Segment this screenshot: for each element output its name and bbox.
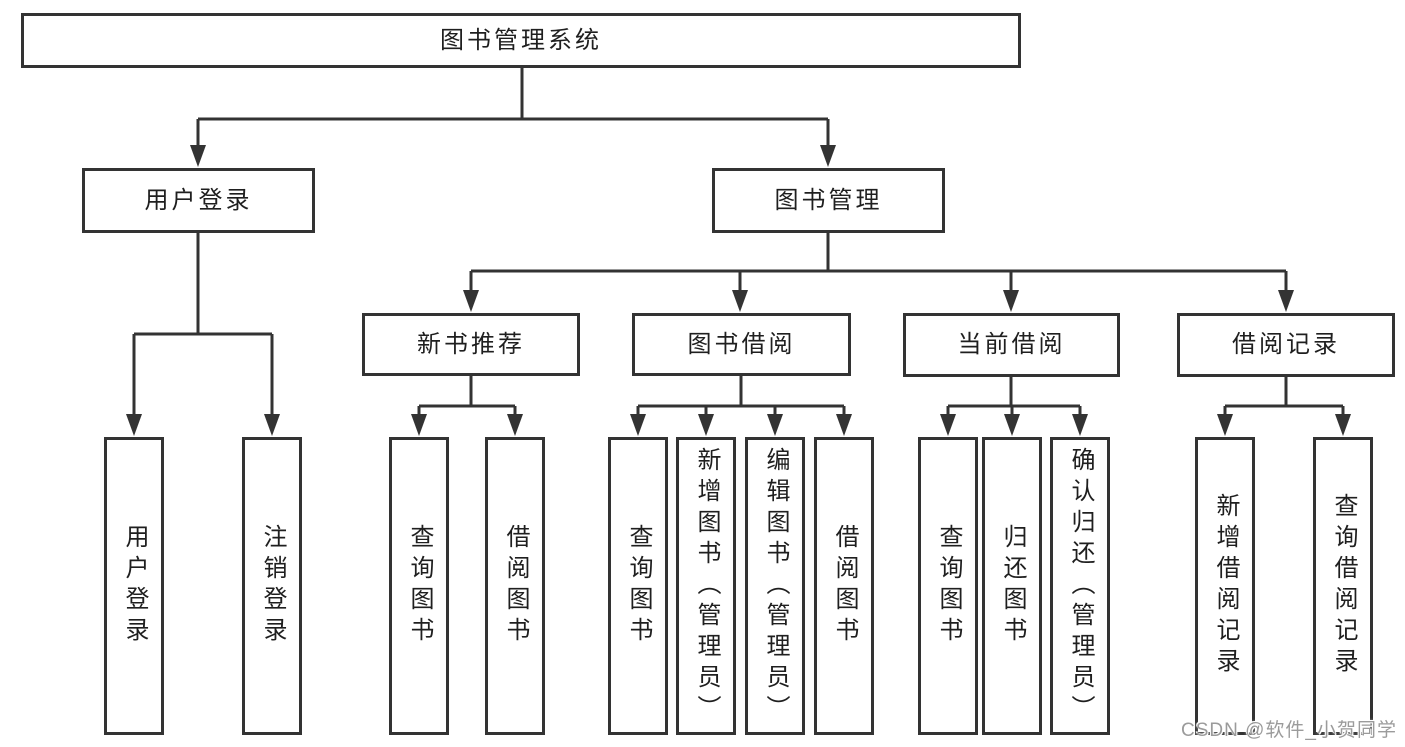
node-label: 当前借阅 [957,331,1066,358]
connector-user-login-children [126,233,280,436]
leaf-cb-confirm-return-admin: 确认归还（管理员） [1050,437,1110,735]
leaf-rec-borrow-books: 借阅图书 [485,437,545,735]
leaf-rec-query-books: 查询图书 [389,437,449,735]
node-label: 借阅记录 [1232,331,1340,358]
node-book-borrow: 图书借阅 [632,313,851,376]
connector-current-borrow-children [940,376,1088,436]
node-root-library-system: 图书管理系统 [21,13,1021,68]
leaf-bb-borrow-books: 借阅图书 [814,437,874,735]
node-label: 借阅图书 [502,524,529,648]
arrowhead [1003,290,1019,312]
node-label: 确认归还（管理员） [1067,446,1094,726]
leaf-cb-return-books: 归还图书 [982,437,1042,735]
node-label: 新增图书（管理员） [693,446,720,726]
arrowhead [836,414,852,436]
node-label: 图书管理 [774,186,883,214]
connector-book-management-sections [463,233,1294,312]
arrowhead [1278,290,1294,312]
arrowhead [698,414,714,436]
node-label: 图书借阅 [687,330,796,358]
arrowhead [463,290,479,312]
node-label: 查询图书 [625,524,652,648]
leaf-user-login: 用户登录 [104,437,164,735]
node-label: 用户登录 [144,186,253,214]
arrowhead [190,145,206,167]
node-label: 查询借阅记录 [1330,493,1357,679]
leaf-bb-query-books: 查询图书 [608,437,668,735]
arrowhead [411,414,427,436]
node-current-borrow: 当前借阅 [903,313,1120,377]
arrowhead [1004,414,1020,436]
arrowhead [820,145,836,167]
arrowhead [767,414,783,436]
leaf-br-query-record: 查询借阅记录 [1313,437,1373,735]
arrowhead [507,414,523,436]
arrowhead [630,414,646,436]
arrowhead [1335,414,1351,436]
leaf-br-add-record: 新增借阅记录 [1195,437,1255,735]
node-label: 查询图书 [935,524,962,648]
connector-root-to-level2 [190,68,836,167]
arrowhead [264,414,280,436]
node-label: 查询图书 [406,524,433,648]
node-label: 新书推荐 [417,330,525,358]
arrowhead [1072,414,1088,436]
node-label: 注销登录 [259,524,286,648]
connector-new-book-recommend-children [411,376,523,436]
node-user-login: 用户登录 [82,168,315,233]
leaf-logout: 注销登录 [242,437,302,735]
node-label: 图书管理系统 [440,26,602,54]
connector-book-borrow-children [630,376,852,436]
arrowhead [126,414,142,436]
node-label: 新增借阅记录 [1212,493,1239,679]
node-label: 借阅图书 [831,524,858,648]
node-label: 编辑图书（管理员） [762,446,789,726]
connector-borrow-records-children [1217,376,1351,436]
arrowhead [1217,414,1233,436]
arrowhead [940,414,956,436]
node-book-management: 图书管理 [712,168,945,233]
leaf-bb-add-books-admin: 新增图书（管理员） [676,437,736,735]
arrowhead [732,290,748,312]
node-new-book-recommend: 新书推荐 [362,313,580,376]
node-label: 用户登录 [121,524,148,648]
node-borrow-records: 借阅记录 [1177,313,1395,377]
node-label: 归还图书 [999,524,1026,648]
leaf-bb-edit-books-admin: 编辑图书（管理员） [745,437,805,735]
leaf-cb-query-books: 查询图书 [918,437,978,735]
csdn-watermark: CSDN @软件_小贺同学 [1181,720,1397,741]
